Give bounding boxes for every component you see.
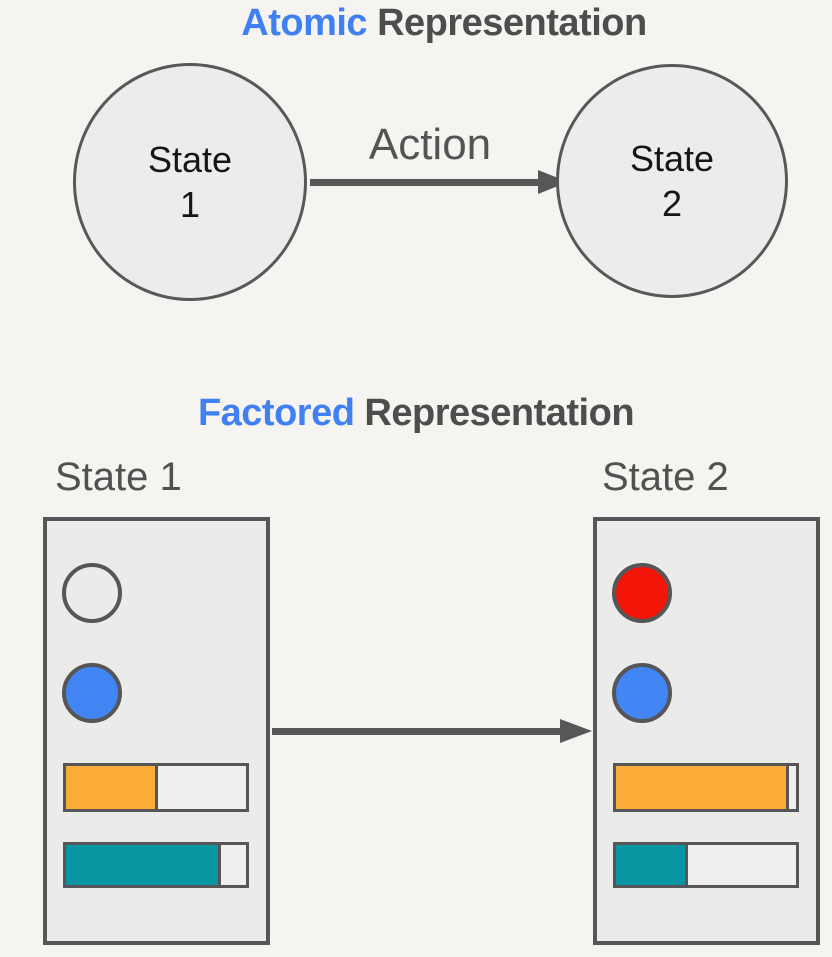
factored-state-2-box [593, 517, 820, 945]
state2-variable-circle-red [612, 563, 672, 623]
state2-variable-circle-blue [612, 663, 672, 723]
state2-bar-orange-fill [616, 766, 789, 809]
factored-title-rest: Representation [364, 392, 635, 434]
state1-variable-circle-empty [62, 563, 122, 623]
atomic-state-1-label: State 1 [147, 139, 233, 225]
state2-variable-bar-teal [613, 842, 799, 888]
factored-state-1-label: State 1 [55, 455, 182, 499]
atomic-state-2-label: State 2 [629, 138, 715, 224]
transition-arrow-head-icon [560, 719, 592, 743]
atomic-state-2-node: State 2 [556, 64, 788, 298]
atomic-title-rest: Representation [377, 2, 647, 44]
factored-state-1-box [43, 517, 270, 945]
factored-state-2-label: State 2 [602, 455, 729, 499]
state2-variable-bar-orange [613, 763, 799, 812]
action-label: Action [368, 120, 492, 169]
atomic-title-highlight: Atomic [241, 2, 368, 44]
atomic-state-1-node: State 1 [73, 63, 307, 301]
state1-bar-orange-fill [66, 766, 158, 809]
state1-variable-bar-teal [63, 842, 249, 888]
state1-variable-circle-blue [62, 663, 122, 723]
transition-arrow-line [272, 728, 562, 735]
state1-variable-bar-orange [63, 763, 249, 812]
state1-bar-teal-fill [66, 845, 221, 885]
factored-title-highlight: Factored [197, 392, 355, 434]
state2-bar-teal-fill [616, 845, 688, 885]
action-arrow-line [310, 179, 540, 186]
